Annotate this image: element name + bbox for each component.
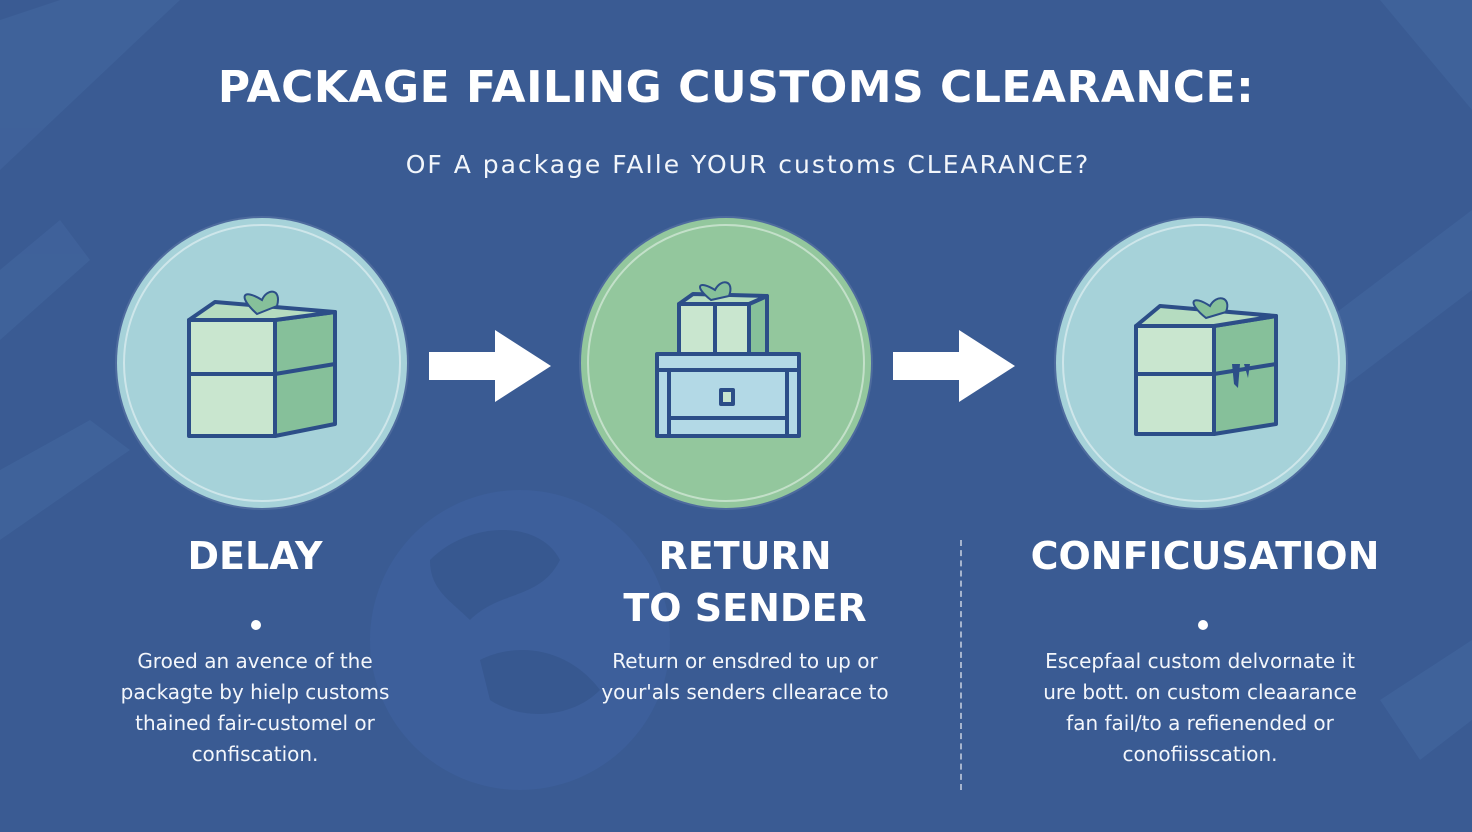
bullet-dot <box>251 620 261 630</box>
arrow-right-icon <box>425 326 555 406</box>
description-line: Return or ensdred to up or <box>612 649 878 673</box>
description-line: Escepfaal custom delvornate it <box>1045 649 1355 673</box>
description-line: your'als senders cllearace to <box>601 680 889 704</box>
page-title: PACKAGE FAILING CUSTOMS CLEARANCE: <box>217 62 1255 113</box>
confiscation-circle <box>1056 218 1346 508</box>
step-heading-line: TO SENDER <box>623 586 867 630</box>
return-circle <box>581 218 871 508</box>
page-subtitle: OF A packagе FAIle YOUR customs CLEARANC… <box>405 150 1091 179</box>
gift-box-icon <box>187 290 337 438</box>
step-heading-delay: DELAY <box>187 534 323 578</box>
step-description-delay: Groed an avence of the packagte by hielp… <box>90 646 420 770</box>
description-line: confiscation. <box>191 742 319 766</box>
dashed-divider <box>960 540 962 790</box>
description-line: thained fair-customel or <box>135 711 375 735</box>
box-on-crate-icon <box>655 281 801 438</box>
description-line: packagte by hielp customs <box>120 680 390 704</box>
description-line: fan fail/to a refienended or <box>1066 711 1334 735</box>
step-heading-return: RETURN TO SENDER <box>565 530 925 634</box>
step-heading-confiscation: CONFICUSATION <box>1030 534 1380 578</box>
description-line: conofiisscation. <box>1122 742 1278 766</box>
damaged-box-icon <box>1134 297 1278 436</box>
description-line: Groed an avence of the <box>137 649 373 673</box>
delay-circle <box>117 218 407 508</box>
arrow-right-icon <box>889 326 1019 406</box>
bullet-dot <box>1198 620 1208 630</box>
step-description-confiscation: Escepfaal custom delvornate it ure bott.… <box>1010 646 1390 770</box>
step-description-return: Return or ensdred to up or your'als send… <box>575 646 915 708</box>
description-line: ure bott. on custom cleaarance <box>1043 680 1357 704</box>
step-heading-line: RETURN <box>658 534 832 578</box>
